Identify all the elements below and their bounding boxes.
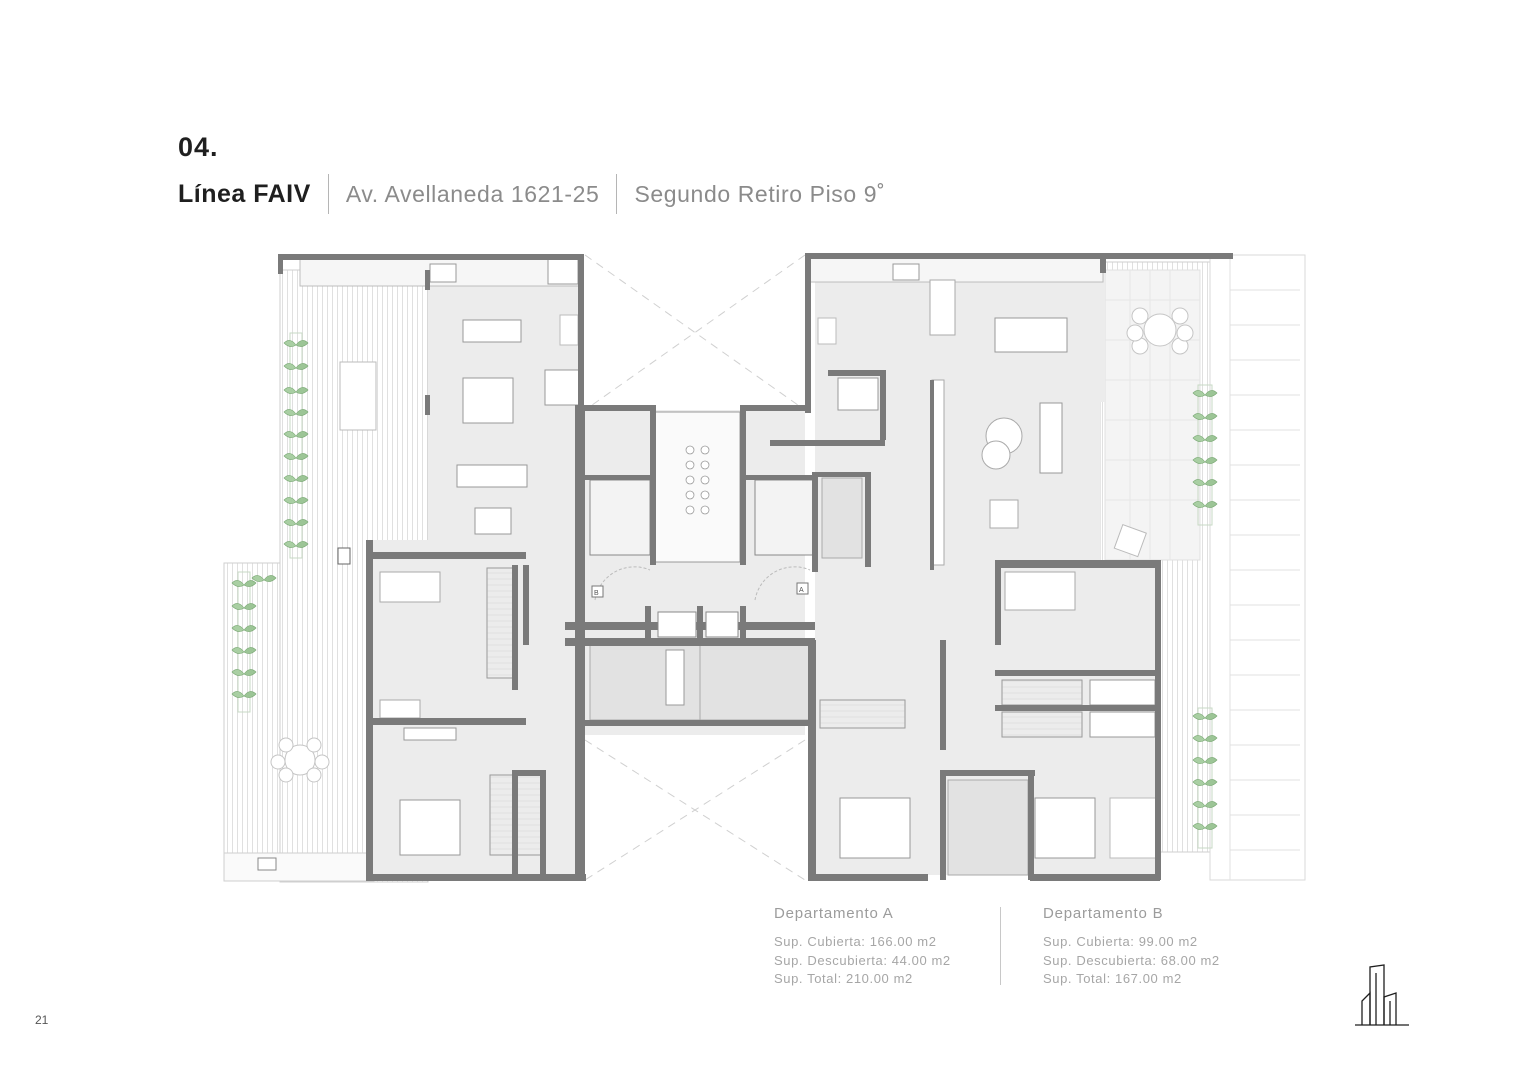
floor-plan: B A (223, 253, 1306, 883)
department-b-total: Sup. Total: 167.00 m2 (1043, 971, 1182, 986)
department-b-name: Departamento B (1043, 905, 1164, 922)
door-label-a: A (799, 587, 804, 594)
section-number: 04. (178, 132, 219, 162)
department-a-name: Departamento A (774, 905, 894, 922)
planter-left (231, 332, 309, 713)
department-b-covered: Sup. Cubierta: 99.00 m2 (1043, 934, 1198, 949)
info-separator (1000, 907, 1001, 985)
unit-b-plan (223, 254, 586, 883)
line-name: Línea FAIV (178, 179, 311, 208)
unit-a-plan (750, 253, 1306, 881)
department-b-info: Departamento B Sup. Cubierta: 99.00 m2 S… (1043, 905, 1220, 989)
door-label-b: B (594, 590, 599, 597)
department-a-uncovered: Sup. Descubierta: 44.00 m2 (774, 952, 951, 968)
title-separator (327, 174, 329, 214)
title-separator (616, 174, 618, 214)
floor-label: Segundo Retiro Piso 9˚ (634, 180, 886, 207)
page-number: 21 (35, 1013, 49, 1027)
department-a-total: Sup. Total: 210.00 m2 (774, 971, 913, 986)
title-row: Línea FAIV Av. Avellaneda 1621-25 Segund… (178, 172, 885, 216)
department-a-covered: Sup. Cubierta: 166.00 m2 (774, 934, 937, 949)
department-b-uncovered: Sup. Descubierta: 68.00 m2 (1043, 952, 1220, 968)
address: Av. Avellaneda 1621-25 (345, 180, 600, 207)
section-guides (584, 254, 806, 881)
department-a-info: Departamento A Sup. Cubierta: 166.00 m2 … (774, 905, 951, 989)
planter-right (1192, 384, 1218, 849)
core-plan: B A (565, 405, 816, 735)
building-logo-icon (1355, 964, 1409, 1026)
